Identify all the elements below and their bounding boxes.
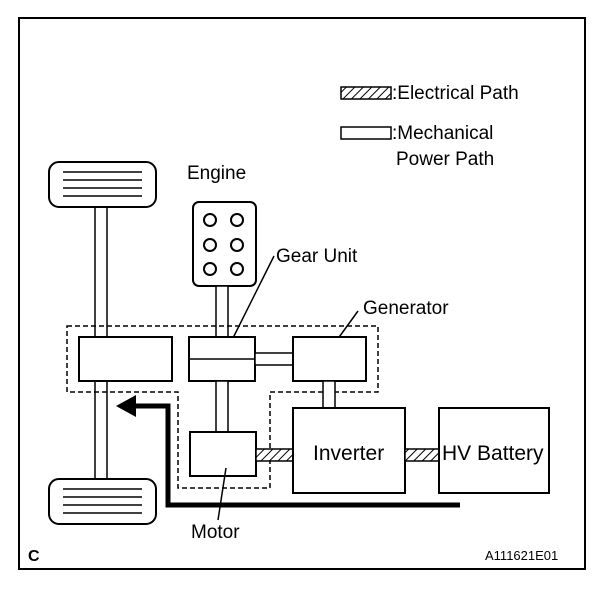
gear-motor-shaft — [215, 380, 229, 433]
front-axle-shaft-lower — [94, 379, 108, 481]
motor-block — [189, 431, 257, 477]
generator-inverter-link — [322, 380, 336, 409]
gear-generator-shaft — [254, 352, 294, 366]
power-flow-arrowhead — [116, 395, 136, 417]
inverter-battery-electrical-path — [404, 448, 440, 462]
inverter-label: Inverter — [313, 442, 384, 465]
legend-mechanical-swatch — [340, 126, 392, 140]
hv-battery-label: HV Battery — [442, 442, 544, 465]
differential-block — [78, 336, 173, 382]
power-flow-arrow — [132, 403, 460, 508]
wheel-lower — [48, 478, 157, 525]
corner-label-left: C — [28, 548, 40, 565]
engine-shaft — [215, 285, 229, 339]
transaxle-outline — [66, 325, 379, 489]
engine-label: Engine — [187, 163, 246, 184]
gear-unit-label: Gear Unit — [276, 246, 358, 267]
front-axle-shaft-upper — [94, 205, 108, 339]
generator-label: Generator — [363, 298, 449, 319]
legend-electrical-swatch — [340, 86, 392, 100]
legend-electrical-label: :Electrical Path — [392, 83, 519, 104]
legend-mechanical-label: :Mechanical — [392, 123, 493, 144]
figure-code: A111621E01 — [485, 548, 558, 563]
wheel-upper — [48, 161, 157, 208]
inverter-block — [292, 407, 406, 494]
motor-label: Motor — [191, 522, 240, 543]
generator-block — [292, 336, 367, 382]
legend-mechanical-label-2: Power Path — [396, 149, 494, 170]
hv-battery-block — [438, 407, 550, 494]
motor-inverter-electrical-path — [255, 448, 294, 462]
engine-block — [192, 201, 257, 287]
motor-leader — [217, 467, 227, 521]
